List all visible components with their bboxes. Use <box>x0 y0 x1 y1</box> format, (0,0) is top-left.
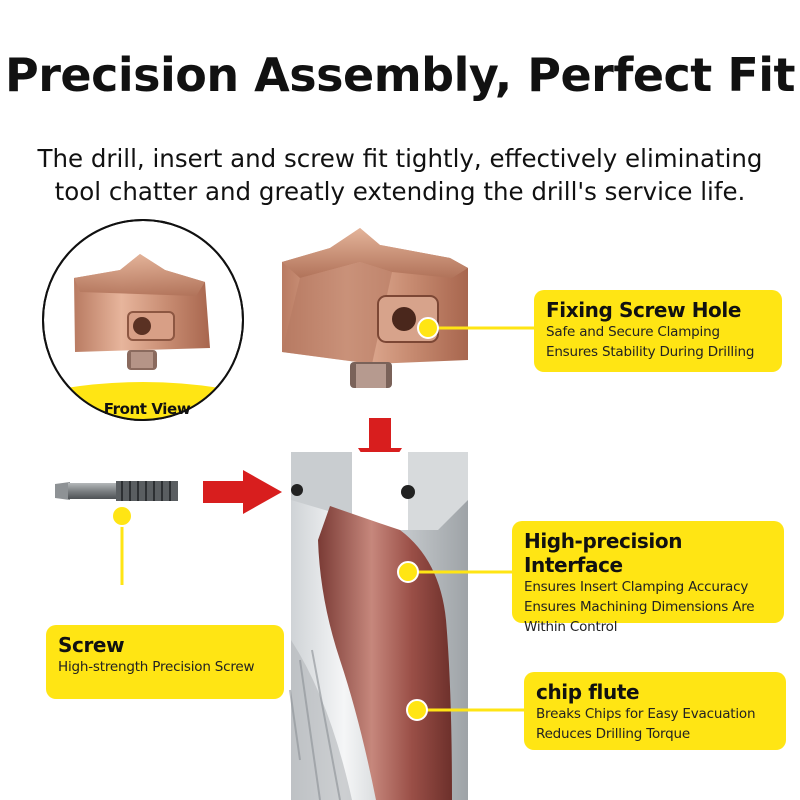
callout-line: Ensures Stability During Drilling <box>546 344 755 360</box>
callout-line: Reduces Drilling Torque <box>536 726 690 742</box>
right-arrow-icon <box>203 470 282 514</box>
callout-line: Ensures Machining Dimensions Are <box>524 599 755 615</box>
callout-title: Screw <box>58 633 125 657</box>
callout-line: High-strength Precision Screw <box>58 659 255 675</box>
drill-body-image <box>289 452 468 800</box>
page-subtitle: The drill, insert and screw fit tightly,… <box>20 142 780 208</box>
callout-chip-flute: chip flute Breaks Chips for Easy Evacuat… <box>524 672 786 750</box>
callout-line: Ensures Insert Clamping Accuracy <box>524 579 749 595</box>
leader-lines <box>120 326 540 712</box>
callout-fixing-screw-hole: Fixing Screw Hole Safe and Secure Clampi… <box>534 290 782 372</box>
subtitle-line-1: The drill, insert and screw fit tightly,… <box>37 144 763 173</box>
screw-image <box>55 481 178 501</box>
front-view-circle <box>42 219 244 421</box>
callout-line: Breaks Chips for Easy Evacuation <box>536 706 756 722</box>
callout-high-precision-interface: High-precision Interface Ensures Insert … <box>512 521 784 635</box>
callout-title: Fixing Screw Hole <box>546 298 742 322</box>
callout-screw: Screw High-strength Precision Screw <box>46 625 284 699</box>
callout-title: chip flute <box>536 680 640 704</box>
callout-line: Within Control <box>524 619 618 635</box>
callout-title: High-precision Interface <box>524 529 683 577</box>
insert-image <box>282 228 468 388</box>
page-title: Precision Assembly, Perfect Fit <box>5 48 796 102</box>
front-view-label: Front View <box>103 400 191 418</box>
callout-dots <box>111 317 439 721</box>
callout-line: Safe and Secure Clamping <box>546 324 720 340</box>
subtitle-line-2: tool chatter and greatly extending the d… <box>54 177 746 206</box>
